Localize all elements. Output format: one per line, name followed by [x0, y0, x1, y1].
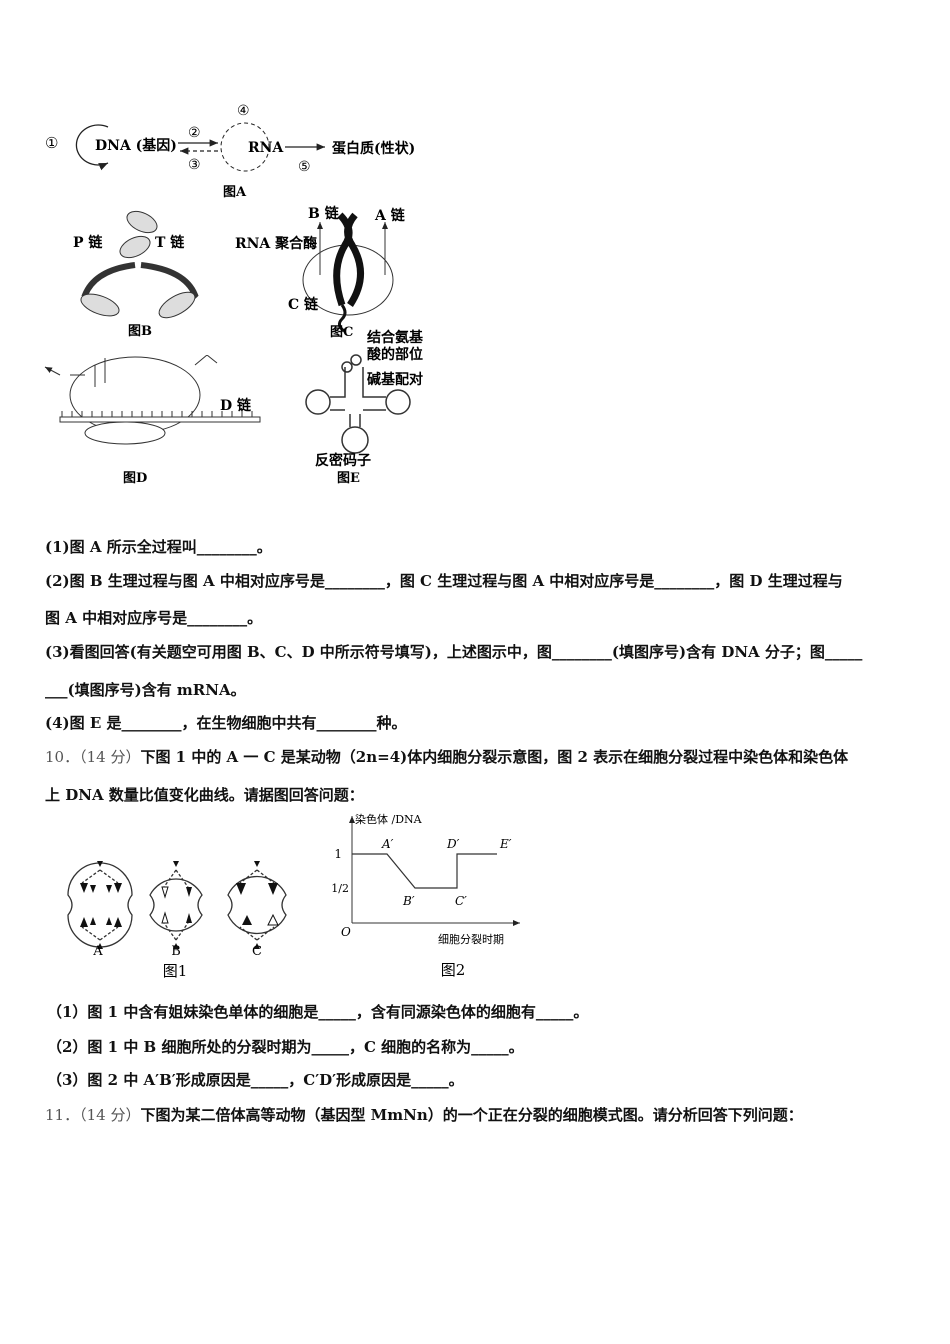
figure-d-caption: 图D	[123, 471, 147, 486]
figure-c: B 链 A 链 RNA 聚合酶 C 链 图C	[235, 205, 406, 340]
question-10-2: （2）图 1 中 B 细胞所处的分裂时期为_____，C 细胞的名称为_____…	[47, 1038, 524, 1056]
t-chain-label: T 链	[155, 234, 185, 251]
cell-c-label: C	[252, 944, 262, 959]
question-9-2-cont: 图 A 中相对应序号是________。	[45, 609, 263, 627]
figure-a-caption: 图A	[223, 185, 247, 200]
y-tick-1: 1	[334, 847, 342, 861]
d-chain-label: D 链	[220, 397, 252, 414]
figure-d: D 链 图D	[44, 355, 261, 486]
question-11-score: （14 分）	[79, 1106, 141, 1124]
label-4: ④	[237, 103, 250, 119]
p-chain-label: P 链	[73, 234, 103, 251]
y-tick-half: 1/2	[331, 882, 349, 895]
question-11-text: 下图为某二倍体高等动物（基因型 MmNn）的一个正在分裂的细胞模式图。请分析回答…	[140, 1106, 803, 1124]
origin-label: O	[341, 925, 351, 939]
label-2: ②	[188, 125, 201, 141]
base-pairing-label: 碱基配对	[367, 371, 423, 388]
anticodon-label: 反密码子	[315, 452, 371, 469]
rna-label: RNA	[248, 140, 284, 156]
rna-polymerase-label: RNA 聚合酶	[235, 235, 317, 252]
question-11-number: 11．	[45, 1106, 80, 1124]
figure-c-caption: 图C	[330, 325, 353, 340]
question-10-3: （3）图 2 中 A′B′形成原因是_____，C′D′形成原因是_____。	[47, 1071, 464, 1089]
label-1: ①	[45, 134, 58, 152]
b-chain-label: B 链	[308, 205, 340, 222]
ratio-curve	[352, 853, 497, 889]
question-9-2: (2)图 B 生理过程与图 A 中相对应序号是________，图 C 生理过程…	[45, 572, 843, 590]
cell-b-label: B	[171, 944, 181, 959]
question-11-stem: 11．（14 分）下图为某二倍体高等动物（基因型 MmNn）的一个正在分裂的细胞…	[45, 1104, 803, 1125]
point-a: A′	[381, 837, 394, 851]
question-9-1: (1)图 A 所示全过程叫________。	[45, 538, 272, 556]
figure-b: P 链 T 链 图B	[73, 210, 199, 339]
dna-gene-label: DNA (基因)	[95, 137, 177, 154]
question-9-3-cont: ___(填图序号)含有 mRNA。	[45, 681, 246, 699]
figure-1: A B C 图1	[67, 861, 287, 980]
point-b: B′	[402, 894, 415, 908]
cell-a-label: A	[92, 944, 103, 959]
amino-acid-site-label-2: 酸的部位	[367, 346, 423, 363]
a-chain-label: A 链	[374, 207, 406, 224]
question-9-4: (4)图 E 是________，在生物细胞中共有________种。	[45, 714, 407, 732]
y-axis-label: 染色体 /DNA	[355, 812, 423, 826]
figure-1-caption: 图1	[163, 962, 188, 980]
question-10-1: （1）图 1 中含有姐妹染色单体的细胞是_____，含有同源染色体的细胞有___…	[47, 1003, 589, 1021]
c-chain-label: C 链	[288, 296, 319, 313]
figure-b-caption: 图B	[128, 324, 152, 339]
question-10-text-2: 上 DNA 数量比值变化曲线。请据图回答问题：	[45, 786, 364, 804]
question-10-score: （14 分）	[79, 748, 141, 766]
x-axis-label: 细胞分裂时期	[438, 933, 504, 946]
figure-2-caption: 图2	[441, 961, 466, 979]
amino-acid-site-label-1: 结合氨基	[367, 329, 424, 346]
question-10-stem: 10．（14 分）下图 1 中的 A 一 C 是某动物（2n=4)体内细胞分裂示…	[45, 746, 848, 767]
question-10-text-1: 下图 1 中的 A 一 C 是某动物（2n=4)体内细胞分裂示意图，图 2 表示…	[140, 748, 849, 766]
figure-e: 结合氨基 酸的部位 碱基配对 反密码子 图E	[305, 329, 424, 486]
label-3: ③	[188, 157, 201, 173]
point-d: D′	[446, 837, 460, 851]
figure-a: ① DNA (基因) ② ③ ④ RNA ⑤ 蛋白质(性状) 图A	[45, 103, 415, 200]
protein-trait-label: 蛋白质(性状)	[332, 140, 415, 157]
question-10-number: 10．	[45, 748, 80, 766]
point-e: E′	[499, 837, 512, 851]
label-5: ⑤	[298, 159, 311, 175]
figure-e-caption: 图E	[337, 471, 360, 486]
figure-2: 染色体 /DNA 1 1/2 O 细胞分裂时期 A′ B′ C′ D′ E′ 图…	[331, 812, 520, 979]
question-9-3: (3)看图回答(有关题空可用图 B、C、D 中所示符号填写)，上述图示中，图__…	[45, 643, 863, 661]
point-c: C′	[455, 894, 467, 908]
